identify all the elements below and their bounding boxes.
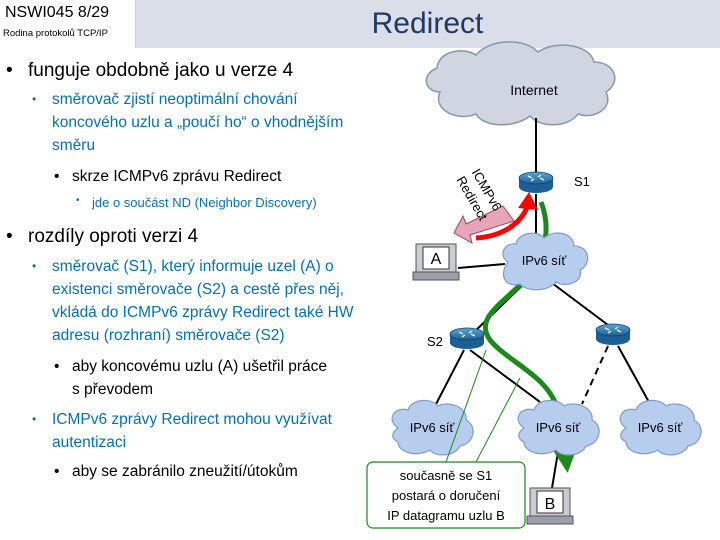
- bullet-level2-cont: adresu (rozhraní) směrovače (S2): [52, 327, 285, 344]
- host-b-computer-icon: [526, 487, 574, 525]
- host-b-label: B: [545, 496, 556, 513]
- cloud-right-label: IPv6 síť: [638, 420, 683, 435]
- ipv6-cloud-middle: [517, 399, 600, 456]
- callout-box: [366, 461, 526, 529]
- slide-header: NSWI045 8/29 Rodina protokolů TCP/IP Red…: [0, 0, 720, 48]
- s2-label: S2: [427, 334, 443, 349]
- callout-line: IP datagramu uzlu B: [387, 508, 505, 523]
- bullet-level2-cont: vkládá do ICMPv6 zprávy Redirect také HW: [52, 304, 354, 321]
- bullet-level2: •směrovač zjistí neoptimální chování: [32, 91, 298, 108]
- bullet-level3-cont: s převodem: [72, 381, 153, 398]
- bullet-level2-cont: koncového uzlu a „poučí ho“ o vhodnějším: [52, 114, 344, 131]
- icmp-redirect-arrow: [453, 205, 515, 244]
- link-a-cloud: [457, 263, 506, 269]
- link-s2-cloudleft: [433, 349, 465, 409]
- bullet-level3: •skrze ICMPv6 zprávu Redirect: [54, 168, 282, 185]
- callout-pointer: [445, 349, 487, 463]
- internet-label: Internet: [510, 82, 558, 98]
- callout-pointer: [475, 377, 521, 463]
- cloud-left-label: IPv6 síť: [410, 420, 455, 435]
- cloud-mid-label: IPv6 síť: [536, 420, 581, 435]
- redirect-red-arrowhead: [518, 192, 538, 210]
- course-code: NSWI045 8/29: [5, 4, 110, 21]
- course-name: Rodina protokolů TCP/IP: [3, 28, 108, 39]
- callout-line: současně se S1: [400, 468, 493, 483]
- ipv6-cloud-left: [391, 399, 474, 456]
- callout-line: postará o doručení: [392, 488, 501, 503]
- host-a-label: A: [431, 251, 442, 268]
- link-cloud-r3: [547, 279, 613, 329]
- bullet-level4: •jde o součást ND (Neighbor Discovery): [76, 195, 317, 210]
- bullet-level2-cont: existenci směrovače (S2) a cestě přes ně…: [52, 281, 345, 298]
- bullet-level2: •směrovač (S1), který informuje uzel (A)…: [32, 258, 334, 275]
- bullet-level3: •aby koncovému uzlu (A) ušetřil práce: [54, 358, 328, 375]
- bullet-level3: •aby se zabránilo zneužití/útokům: [54, 463, 298, 480]
- router-s1-icon: [518, 171, 554, 193]
- ipv6-cloud-center: [502, 232, 589, 291]
- s1-label: S1: [574, 174, 590, 189]
- slide-title: Redirect: [371, 7, 484, 40]
- cloud-center-label: IPv6 síť: [522, 253, 567, 268]
- bullet-level2-cont: směru: [52, 137, 96, 154]
- link-r3-cloudmid: [581, 345, 609, 405]
- bullet-level2: •ICMPv6 zprávy Redirect mohou využívat: [32, 411, 332, 428]
- bullet-level1: •funguje obdobně jako u verze 4: [6, 60, 294, 81]
- link-r3-cloudright: [617, 345, 651, 405]
- internet-cloud: [425, 41, 616, 126]
- redirect-red-arrow: [475, 204, 531, 241]
- router-3-icon: [595, 323, 631, 345]
- bullet-level1: •rozdíly oproti verzi 4: [6, 226, 199, 247]
- link-s2-cloudmid: [469, 349, 541, 403]
- course-info-box: NSWI045 8/29 Rodina protokolů TCP/IP: [0, 0, 136, 48]
- ipv6-cloud-right: [619, 399, 702, 456]
- bullet-level2-cont: autentizaci: [52, 434, 127, 451]
- host-a-computer-icon: [412, 243, 460, 281]
- router-s2-icon: [449, 327, 485, 349]
